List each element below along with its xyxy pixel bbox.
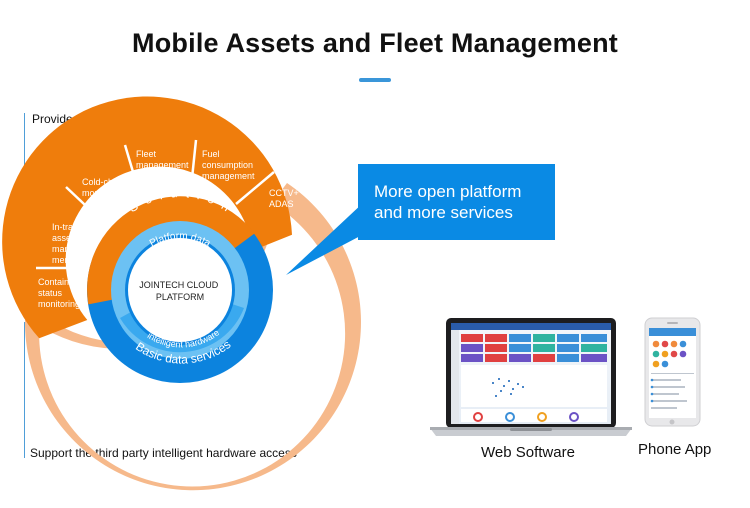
web-software-label: Web Software — [481, 444, 575, 461]
segment-fuel-consumption: Fuel consumption management — [202, 149, 256, 181]
title-underline — [359, 78, 391, 82]
segment-cctv-adas: CCTV+ ADAS — [269, 188, 301, 209]
segment-cold-chain: Cold-chain monitoring — [82, 177, 128, 198]
center-core-inner — [128, 238, 232, 342]
phone-app-label: Phone App — [638, 441, 712, 458]
laptop-illustration — [430, 318, 632, 436]
solution-ring — [2, 96, 292, 339]
segment-fleet-management: Fleet management solution — [136, 149, 191, 181]
segment-container-status: Container status monitoring — [38, 277, 80, 309]
callout-box — [358, 164, 555, 240]
intelligent-hardware-band — [120, 304, 244, 353]
callout-pointer — [286, 202, 364, 275]
segment-separators — [36, 139, 275, 270]
page-title: Mobile Assets and Fleet Management — [132, 28, 618, 58]
segment-in-transit: In-transit asset manage- ment — [52, 222, 90, 265]
center-label: JOINTECH CLOUD PLATFORM — [139, 280, 221, 302]
phone-illustration — [644, 317, 701, 427]
outer-ring — [34, 195, 276, 349]
callout-text: More open platform and more services — [374, 182, 526, 222]
side-line-bottom — [24, 322, 25, 458]
